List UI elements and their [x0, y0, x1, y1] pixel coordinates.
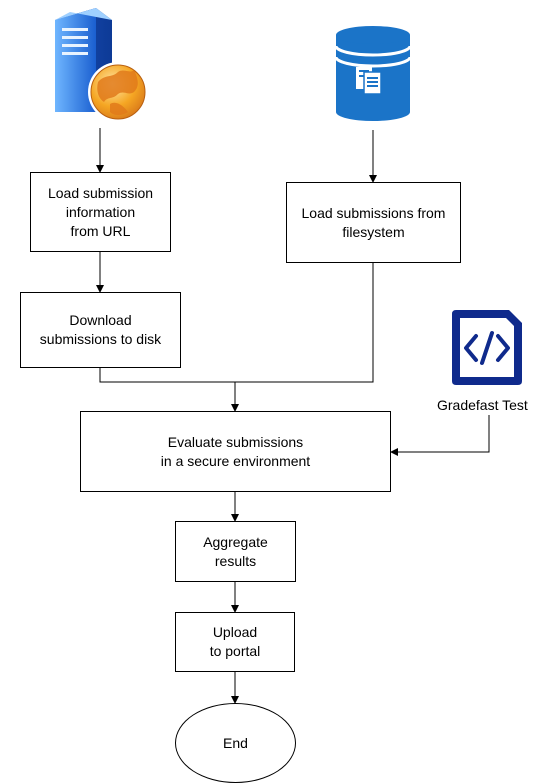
test-file-caption: Gradefast Test	[437, 397, 528, 413]
upload-box: Upload to portal	[175, 612, 295, 672]
load-filesystem-box: Load submissions from filesystem	[286, 182, 461, 263]
code-file-icon	[452, 310, 522, 385]
edge-download-to-evaluate	[99, 368, 239, 412]
evaluate-box: Evaluate submissions in a secure environ…	[80, 411, 391, 492]
server-globe-icon	[55, 8, 148, 122]
edge-test-to-evaluate	[390, 415, 490, 456]
connectors	[96, 128, 490, 704]
aggregate-box: Aggregate results	[175, 521, 296, 582]
database-document-icon	[334, 26, 412, 121]
download-box: Download submissions to disk	[20, 292, 181, 368]
end-terminal: End	[175, 703, 296, 783]
load-url-box: Load submission information from URL	[30, 172, 171, 252]
edge-load-fs-to-evaluate	[235, 263, 374, 383]
